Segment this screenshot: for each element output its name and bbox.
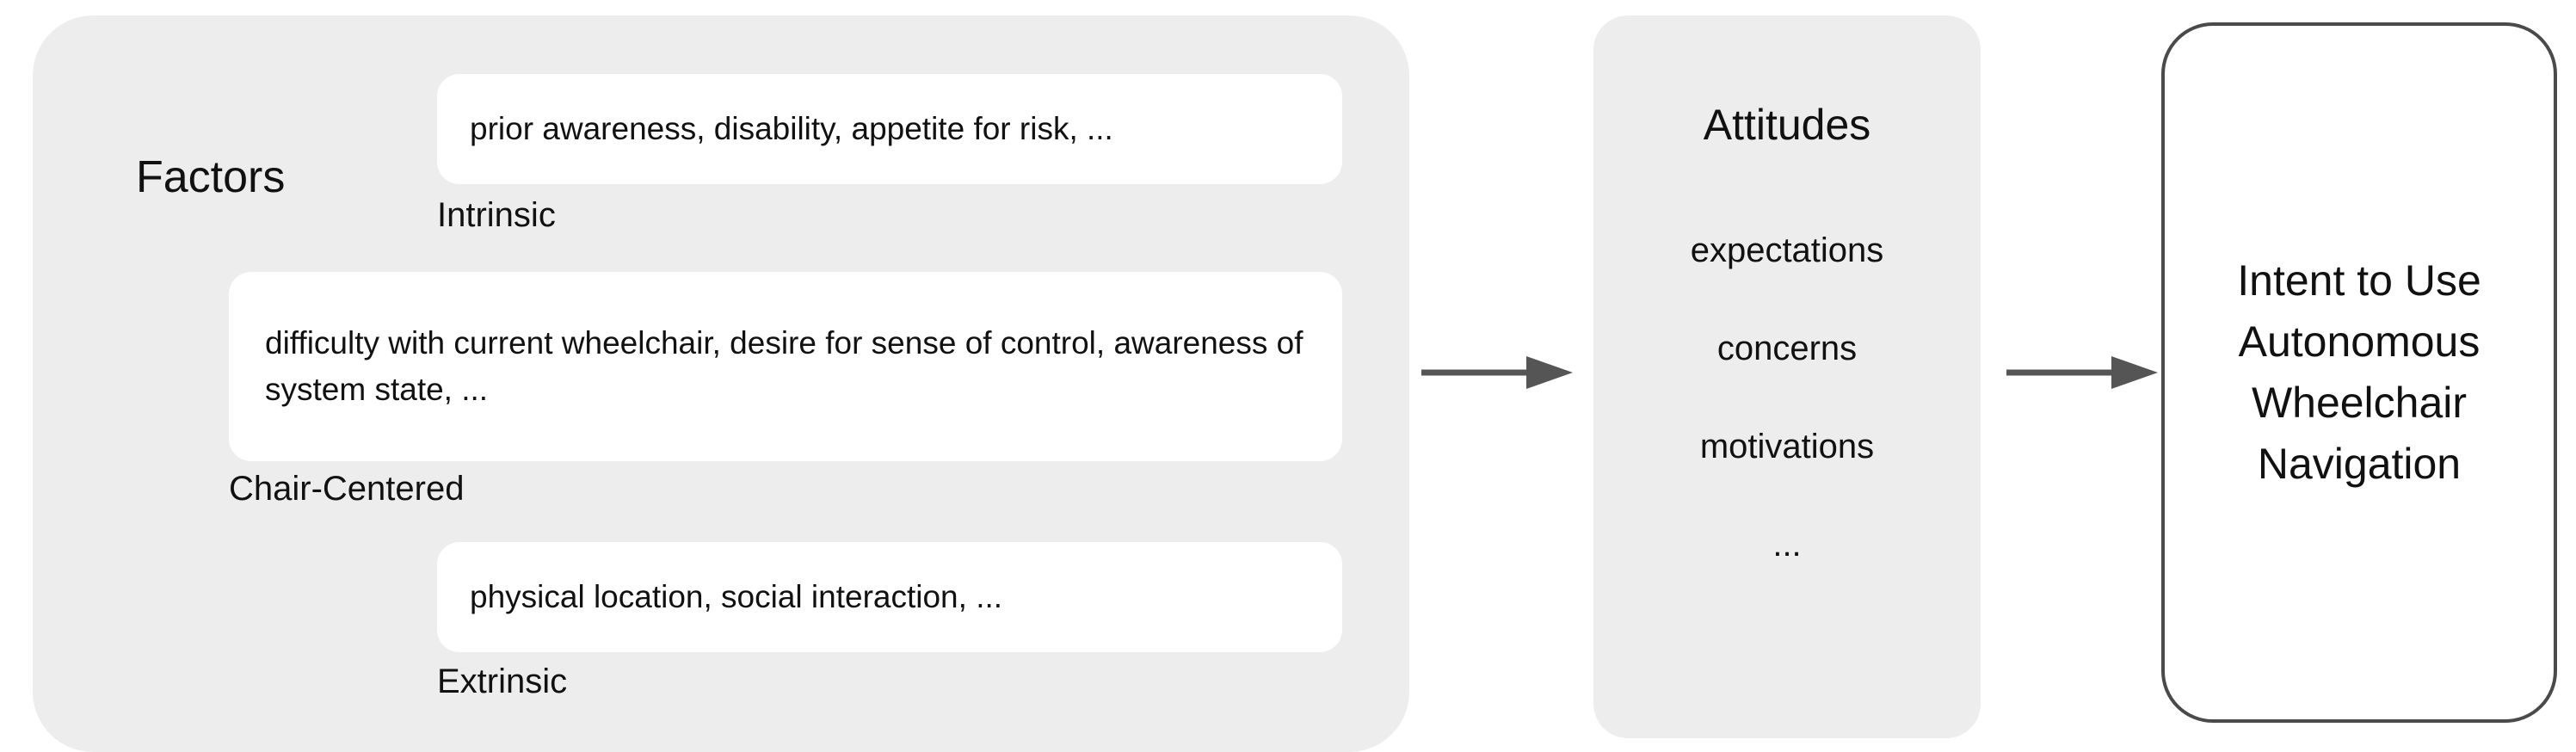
outcome-box: Intent to Use Autonomous Wheelchair Navi… <box>2161 22 2557 723</box>
attitudes-panel: Attitudes expectations concerns motivati… <box>1593 15 1981 738</box>
chair-centered-factors-label: Chair-Centered <box>229 470 465 508</box>
intrinsic-factors-label: Intrinsic <box>437 196 556 234</box>
arrow-right-icon <box>2006 356 2158 389</box>
attitudes-panel-title: Attitudes <box>1703 101 1871 149</box>
extrinsic-factors-card: physical location, social interaction, .… <box>437 542 1342 652</box>
attitude-item-expectations: expectations <box>1690 231 1884 269</box>
attitude-item-concerns: concerns <box>1716 330 1858 367</box>
factors-panel-title: Factors <box>136 152 286 202</box>
outcome-line-3: Wheelchair <box>2251 379 2468 427</box>
arrow-right-icon <box>1421 356 1573 389</box>
extrinsic-factors-text: physical location, social interaction, .… <box>470 579 1003 615</box>
extrinsic-factors-label: Extrinsic <box>437 663 568 700</box>
outcome-line-1: Intent to Use <box>2237 256 2481 305</box>
arrow-factors-to-attitudes <box>1421 351 1576 394</box>
outcome-line-4: Navigation <box>2257 440 2462 488</box>
attitude-item-ellipsis: ... <box>1772 526 1802 564</box>
attitude-item-motivations: motivations <box>1699 428 1875 465</box>
factors-panel: Factors prior awareness, disability, app… <box>33 15 1409 752</box>
intrinsic-factors-card: prior awareness, disability, appetite fo… <box>437 74 1342 184</box>
intrinsic-factors-text: prior awareness, disability, appetite fo… <box>470 111 1113 147</box>
chair-centered-factors-card: difficulty with current wheelchair, desi… <box>229 272 1342 461</box>
outcome-line-2: Autonomous <box>2238 317 2480 366</box>
chair-centered-factors-text: difficulty with current wheelchair, desi… <box>265 325 1303 407</box>
arrow-attitudes-to-outcome <box>2006 351 2161 394</box>
